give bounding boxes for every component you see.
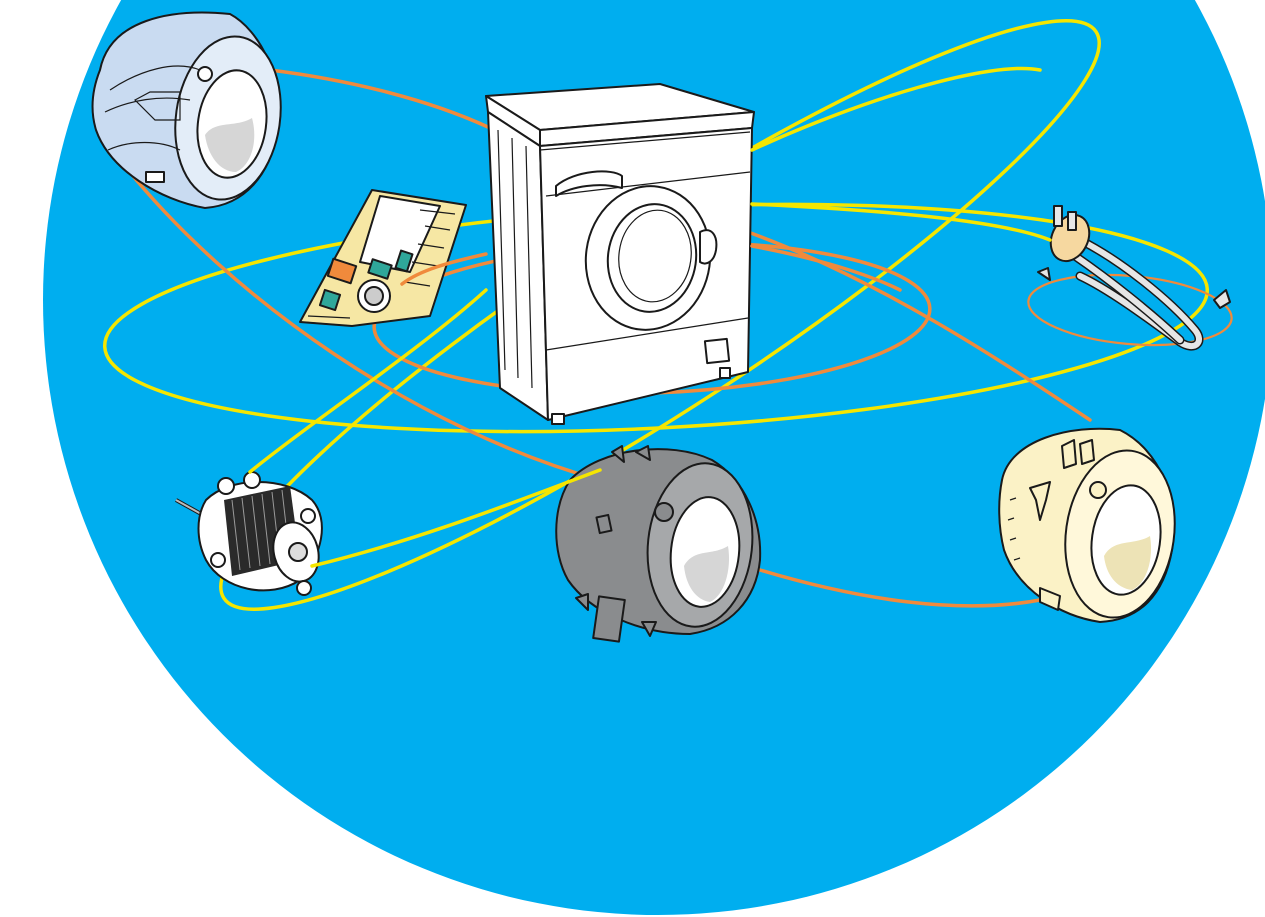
orbit-front-segments	[248, 66, 1052, 568]
grey-drum-icon	[555, 445, 762, 643]
cream-drum-icon	[998, 427, 1176, 623]
motor-icon	[175, 471, 323, 596]
washing-machine-icon	[485, 83, 755, 425]
control-board-icon	[299, 189, 467, 327]
heating-element-icon	[1037, 205, 1231, 351]
blue-drum-icon	[91, 11, 282, 209]
orange-line-right	[746, 230, 1092, 422]
orange-line-top	[268, 68, 492, 130]
